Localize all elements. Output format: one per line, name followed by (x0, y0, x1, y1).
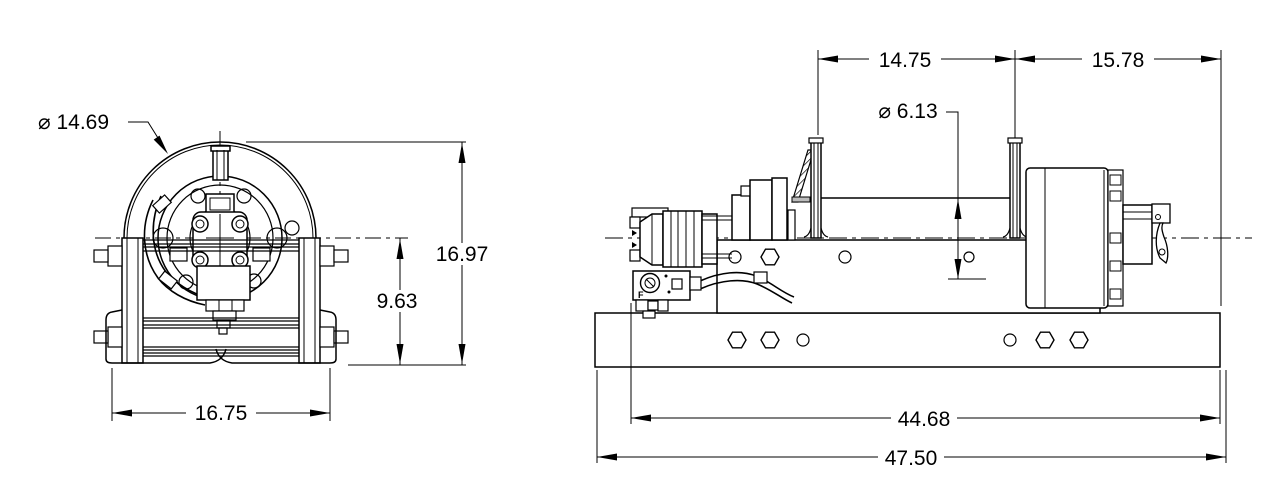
front-dimensions: ⌀ 14.69 16.97 9.63 16.75 (38, 111, 494, 425)
drum-top-rib (210, 145, 231, 181)
dim-barrel-diameter: ⌀ 6.13 (878, 100, 937, 123)
mounting-frame-front (93, 237, 349, 364)
hydraulic-hoses-side (671, 271, 795, 304)
gear-housing (731, 177, 796, 241)
dim-mount-length: 44.68 (898, 408, 951, 431)
valve-block-front (196, 265, 251, 335)
side-view: F 14.75 (594, 47, 1252, 470)
dim-drum-diameter: ⌀ 14.69 (38, 111, 109, 134)
base-plate-holes (727, 331, 1089, 349)
front-centerlines (95, 131, 408, 310)
front-view: ⌀ 14.69 16.97 9.63 16.75 (38, 111, 494, 425)
clutch-lever (1155, 222, 1169, 265)
dim-base-width: 16.75 (195, 402, 248, 425)
hydraulic-motor-side (629, 207, 732, 268)
side-dimensions: 14.75 15.78 ⌀ 6.13 44.68 (596, 47, 1227, 470)
dim-overall-length: 47.50 (885, 447, 938, 470)
dim-motor-section: 15.78 (1092, 49, 1145, 72)
valve-port-label: F (638, 290, 644, 300)
dim-drum-section: 14.75 (879, 49, 932, 72)
frame-side-bolts (93, 245, 349, 348)
base-plate (594, 312, 1221, 368)
drum-circle (123, 141, 317, 239)
drum-side (803, 137, 1028, 239)
dim-centerline-height: 9.63 (377, 290, 418, 313)
valve-block-side: F (632, 270, 691, 319)
dim-overall-height: 16.97 (436, 243, 489, 266)
mounting-feet (105, 309, 337, 364)
brake-housing (1025, 167, 1124, 309)
hydraulic-hoses-front (143, 194, 209, 306)
clutch-assembly (1122, 203, 1171, 265)
